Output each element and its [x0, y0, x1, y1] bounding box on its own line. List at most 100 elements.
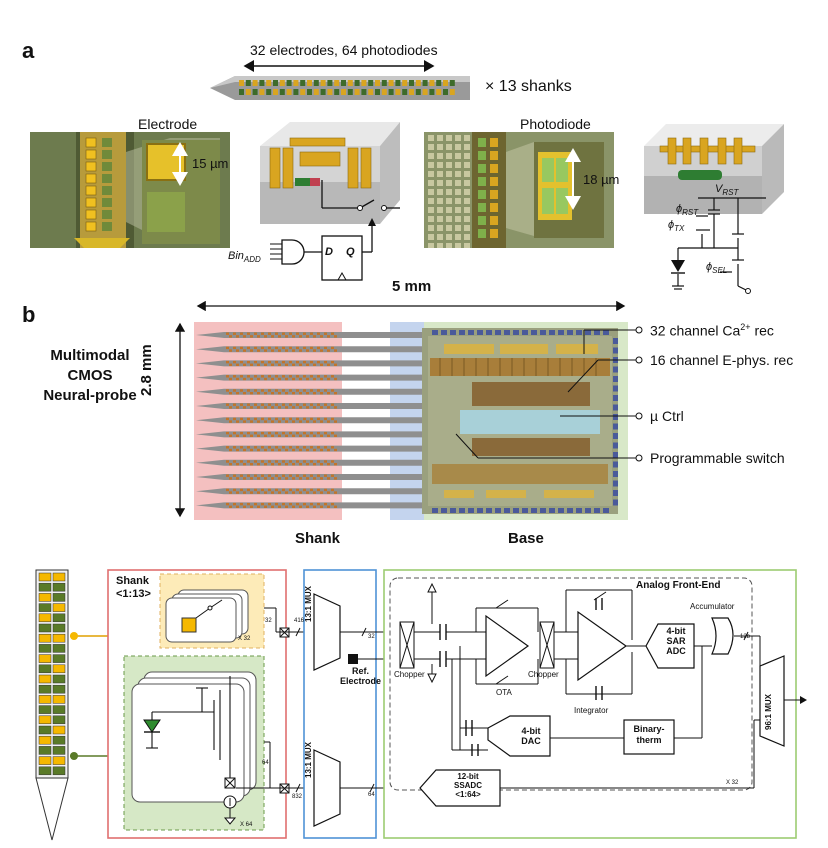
- shank-pad: [243, 463, 246, 466]
- shank-site: [429, 80, 435, 86]
- shank-pad: [278, 420, 281, 423]
- shank-pad: [229, 448, 232, 452]
- phi-tx-label: ϕTX: [668, 219, 685, 234]
- grid-cell: [446, 162, 452, 168]
- shank-pad: [250, 505, 253, 508]
- shank-pad: [247, 375, 250, 378]
- shank-pad: [289, 332, 292, 335]
- shank-pad: [327, 349, 330, 352]
- grid-cell: [464, 144, 470, 150]
- shank-pad: [303, 488, 306, 492]
- shank-pad: [278, 392, 281, 395]
- shank-pad: [303, 346, 306, 350]
- shank-pad: [327, 505, 330, 508]
- panel-b-label: b: [22, 302, 36, 327]
- shank-pad: [292, 505, 295, 508]
- shank-pad: [261, 360, 264, 364]
- shank-pad: [226, 375, 229, 378]
- shank-pad: [324, 488, 327, 492]
- grid-cell: [446, 180, 452, 186]
- ephys-array: [472, 382, 590, 406]
- shank-site: [347, 89, 353, 95]
- shank-pad: [320, 363, 323, 366]
- shank-pad: [254, 431, 257, 435]
- shank-pad: [254, 460, 257, 463]
- shank-pad: [324, 474, 327, 477]
- electrode-pad: [85, 173, 97, 184]
- pixel-cell: [52, 633, 66, 643]
- shank-site: [381, 89, 387, 95]
- shank-pad: [282, 417, 285, 421]
- grid-cell: [446, 216, 452, 222]
- shank-pad: [324, 403, 327, 406]
- shank-pad: [261, 431, 264, 435]
- shank-pad: [229, 335, 232, 338]
- shank-pad: [261, 460, 264, 463]
- shank-pad: [278, 349, 281, 352]
- shank-pad: [229, 434, 232, 437]
- shank-pad: [271, 406, 274, 409]
- shank-pad: [327, 448, 330, 452]
- shank-pad: [261, 346, 264, 350]
- shank-pad: [331, 474, 334, 477]
- electrode-pad: [85, 137, 97, 148]
- shank-pad: [261, 375, 264, 378]
- integrator-label: Integrator: [574, 706, 609, 715]
- shank-pad: [240, 502, 243, 506]
- system-block-diagram: [35, 569, 807, 841]
- shank-pad: [285, 363, 288, 366]
- shank-site: [388, 89, 394, 95]
- shank-pad: [236, 463, 239, 466]
- shank-site: [409, 89, 414, 95]
- grid-cell: [428, 135, 434, 141]
- shank-pad: [289, 389, 292, 392]
- photodiode-pad: [478, 216, 486, 225]
- shank-pad: [264, 377, 267, 381]
- pixel-cell: [38, 674, 52, 684]
- shank-pad: [268, 389, 271, 392]
- shank-pad: [250, 463, 253, 466]
- shank-pad: [327, 392, 330, 395]
- grid-cell: [437, 207, 443, 213]
- shank-pad: [327, 491, 330, 494]
- shank-pad: [233, 488, 236, 492]
- pixel-cell: [38, 735, 52, 745]
- shank-pad: [306, 434, 309, 437]
- photodiode-pad: [490, 151, 498, 160]
- shank-site: [395, 80, 401, 86]
- photodiode-pad: [490, 229, 498, 238]
- electrode-pad: [85, 185, 97, 196]
- bottom-block: [544, 490, 594, 498]
- shank-pad: [268, 360, 271, 364]
- shank-pad: [289, 502, 292, 506]
- grid-cell: [455, 243, 461, 248]
- pixel-cell: [52, 725, 66, 735]
- io-pad: [549, 330, 555, 335]
- shank-pad: [236, 491, 239, 494]
- grid-cell: [464, 180, 470, 186]
- mux-top: 13:1 MUX: [304, 585, 313, 622]
- ca-rec-block: [500, 344, 548, 354]
- grid-cell: [464, 234, 470, 240]
- shank-pad: [278, 335, 281, 338]
- width-label: 5 mm: [392, 278, 432, 295]
- shank-pad: [299, 420, 302, 423]
- shank-site: [313, 80, 319, 86]
- ota-label: OTA: [496, 688, 512, 697]
- pixel-cell: [38, 766, 52, 776]
- shank-pad: [306, 349, 309, 352]
- shank-pad: [247, 488, 250, 492]
- shank-pad: [282, 403, 285, 406]
- grid-cell: [428, 189, 434, 195]
- shank-pad: [320, 335, 323, 338]
- chopper-1: Chopper: [394, 670, 425, 679]
- shank-pad: [282, 389, 285, 392]
- shank-pad: [233, 403, 236, 406]
- shank-pad: [313, 335, 316, 338]
- shank-pad: [303, 417, 306, 421]
- grid-cell: [446, 198, 452, 204]
- io-pad: [613, 414, 618, 420]
- shank-pad: [264, 448, 267, 452]
- grid-cell: [446, 243, 452, 248]
